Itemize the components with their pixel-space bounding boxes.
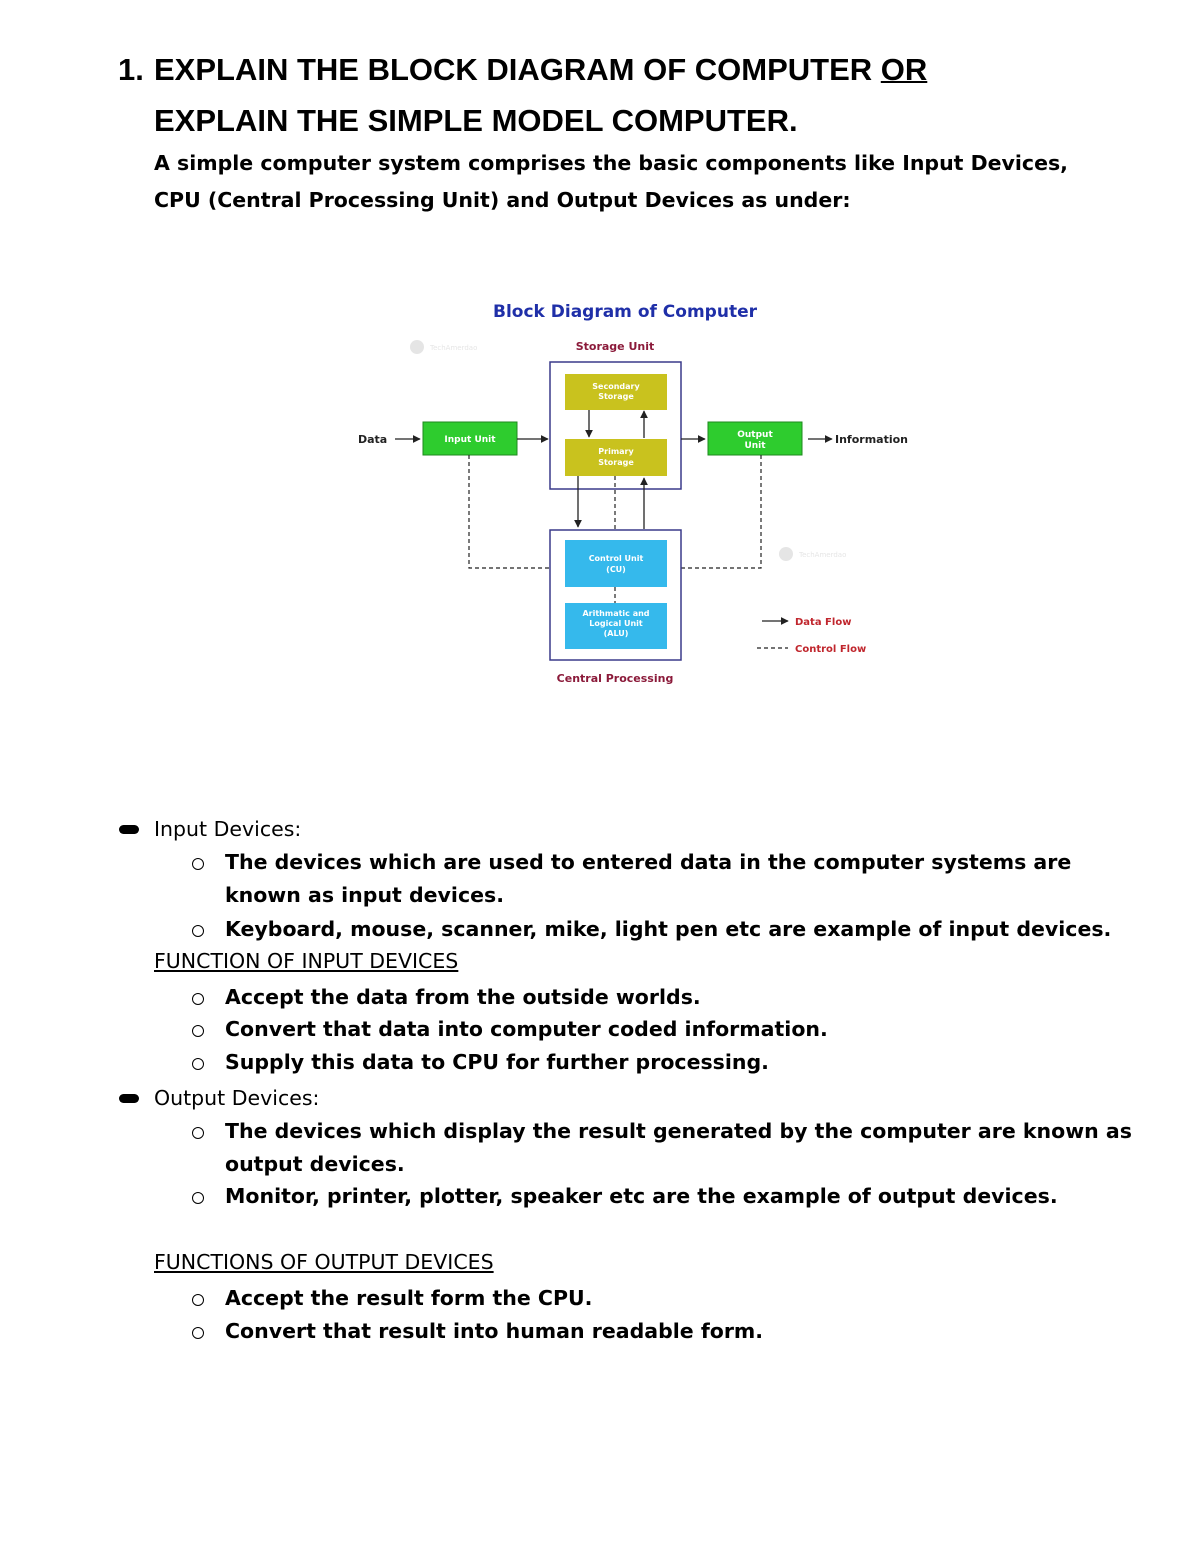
heading-or: OR [880, 52, 928, 87]
legend-data-flow-label: Data Flow [795, 617, 851, 628]
list-bullet [192, 1327, 204, 1339]
primary-storage-line-1: Primary [598, 447, 634, 456]
heading-line-2: EXPLAIN THE SIMPLE MODEL COMPUTER. [154, 103, 798, 138]
input-item-2: Keyboard, mouse, scanner, mike, light pe… [225, 917, 1112, 941]
list-bullet [192, 1127, 204, 1139]
secondary-storage-line-2: Storage [598, 392, 634, 401]
alu-line-3: (ALU) [604, 629, 629, 638]
list-bullet [192, 925, 204, 937]
input-function-2: Convert that data into computer coded in… [225, 1017, 828, 1041]
primary-storage-box [565, 439, 667, 476]
output-item-1-line-1: The devices which display the result gen… [225, 1119, 1132, 1143]
output-devices-label: Output Devices: [154, 1086, 320, 1110]
heading-line-1: EXPLAIN THE BLOCK DIAGRAM OF COMPUTER OR [154, 52, 928, 87]
watermark-text-right: TechAmerdao [798, 551, 846, 559]
output-function-heading: FUNCTIONS OF OUTPUT DEVICES [154, 1250, 494, 1274]
input-item-1-line-2: known as input devices. [225, 883, 504, 907]
legend-control-flow-label: Control Flow [795, 644, 866, 655]
output-unit-line-2: Unit [744, 441, 766, 451]
storage-unit-label: Storage Unit [576, 340, 655, 353]
list-bullet [192, 1058, 204, 1070]
bullet-input-devices [119, 825, 139, 834]
list-bullet [192, 858, 204, 870]
alu-line-1: Arithmatic and [582, 609, 649, 618]
output-function-2: Convert that result into human readable … [225, 1319, 764, 1343]
input-function-3: Supply this data to CPU for further proc… [225, 1050, 769, 1074]
input-function-1: Accept the data from the outside worlds. [225, 985, 701, 1009]
secondary-storage-line-1: Secondary [592, 382, 640, 391]
list-bullet [192, 1192, 204, 1204]
control-unit-box [565, 540, 667, 587]
input-function-heading: FUNCTION OF INPUT DEVICES [154, 949, 459, 973]
list-bullet [192, 1025, 204, 1037]
cpu-label: Central Processing [557, 672, 674, 685]
bullet-output-devices [119, 1094, 139, 1103]
block-diagram: Block Diagram of Computer TechAmerdao Te… [350, 292, 930, 692]
data-label: Data [358, 433, 387, 446]
watermark-top: TechAmerdao [410, 340, 477, 354]
watermark-right: TechAmerdao [779, 547, 846, 561]
control-line-input-cu [468, 455, 550, 569]
control-line-output-cu [681, 455, 762, 569]
control-unit-line-2: (CU) [606, 565, 626, 574]
output-unit-box [707, 421, 803, 456]
watermark-text-top: TechAmerdao [429, 344, 477, 352]
input-unit-label: Input Unit [444, 435, 496, 445]
control-unit-line-1: Control Unit [589, 554, 644, 563]
input-devices-label: Input Devices: [154, 817, 302, 841]
alu-line-2: Logical Unit [589, 619, 643, 628]
list-bullet [192, 993, 204, 1005]
output-item-2: Monitor, printer, plotter, speaker etc a… [225, 1184, 1058, 1208]
diagram-title: Block Diagram of Computer [493, 302, 758, 322]
list-bullet [192, 1294, 204, 1306]
intro-paragraph: A simple computer system comprises the b… [154, 151, 1068, 212]
secondary-storage-box [565, 374, 667, 410]
alu-box [565, 603, 667, 649]
input-item-1-line-1: The devices which are used to entered da… [225, 850, 1072, 874]
output-item-1-line-2: output devices. [225, 1152, 405, 1176]
heading-number: 1. [118, 52, 144, 87]
output-unit-line-1: Output [737, 430, 773, 440]
output-function-1: Accept the result form the CPU. [225, 1286, 593, 1310]
primary-storage-line-2: Storage [598, 458, 634, 467]
information-label: Information [835, 433, 908, 446]
legend: Data Flow Control Flow [757, 617, 866, 655]
